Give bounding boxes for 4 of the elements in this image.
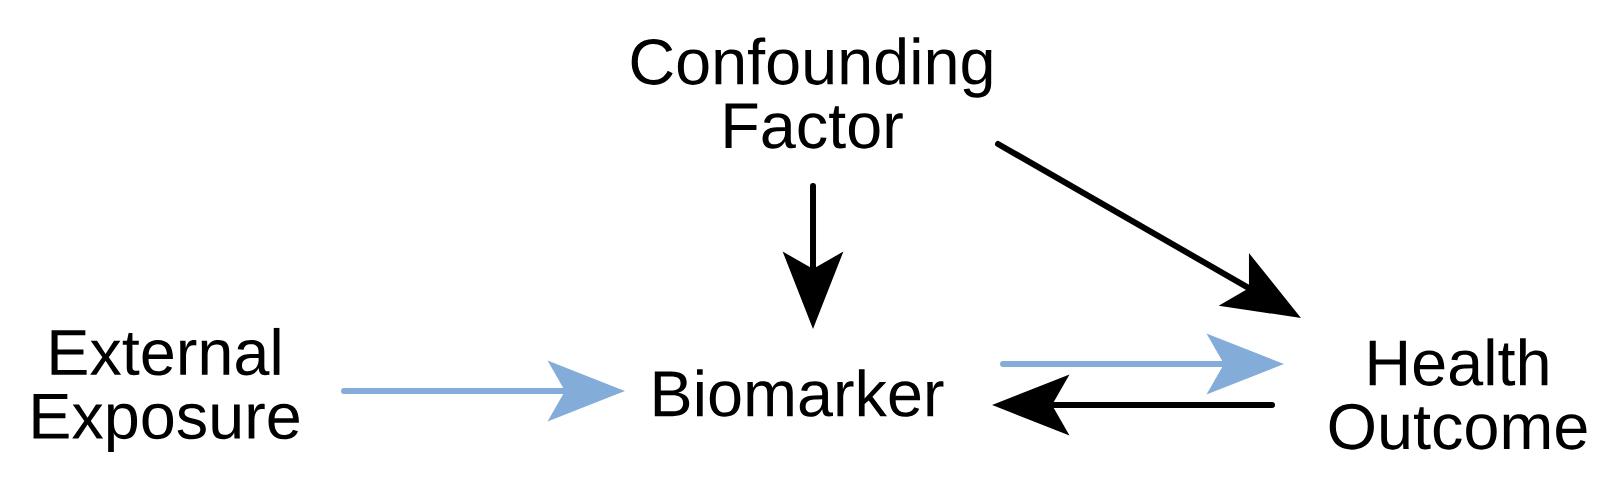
variable-label: Confounding Factor <box>631 37 992 149</box>
variable-label: Health Outcome <box>1329 338 1587 450</box>
variable-label: Biomarker <box>654 369 944 417</box>
variable-label: External Exposure <box>33 327 299 453</box>
